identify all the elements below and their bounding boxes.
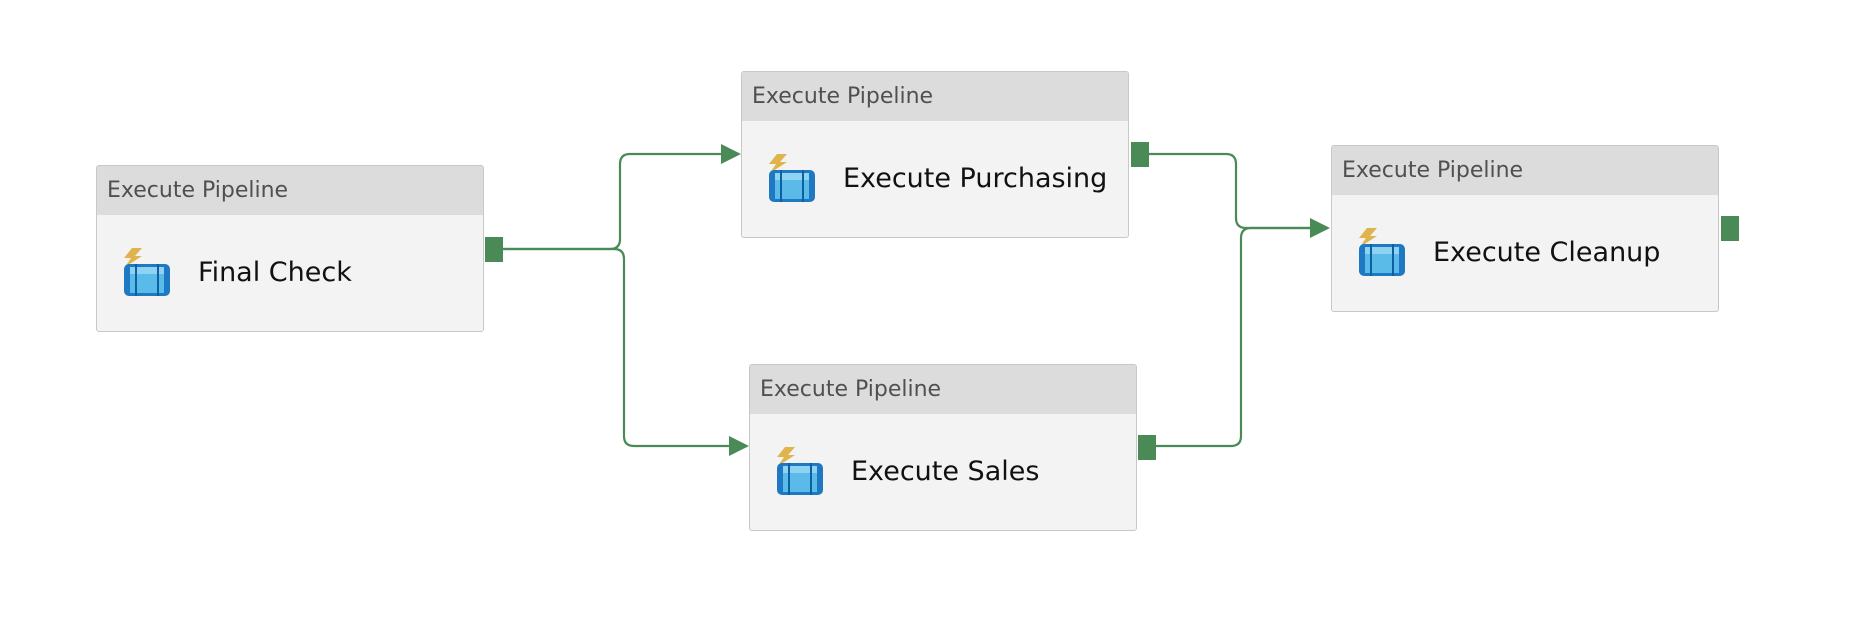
connector-execute-sales-to-execute-cleanup[interactable] (1154, 226, 1314, 448)
arrowhead-execute-sales (729, 436, 749, 456)
arrowhead-execute-cleanup (1310, 218, 1330, 238)
activity-name: Execute Sales (851, 456, 1040, 487)
execute-pipeline-icon (769, 154, 815, 202)
execute-pipeline-icon (124, 248, 170, 296)
execute-pipeline-icon (777, 447, 823, 495)
output-port-final-check[interactable] (485, 237, 503, 262)
execute-pipeline-icon (1359, 228, 1405, 276)
activity-name: Final Check (198, 257, 352, 288)
activity-name: Execute Cleanup (1433, 237, 1661, 268)
output-port-execute-cleanup[interactable] (1721, 216, 1739, 241)
output-port-execute-purchasing[interactable] (1131, 142, 1149, 167)
output-port-execute-sales[interactable] (1138, 435, 1156, 460)
connector-execute-purchasing-to-execute-cleanup[interactable] (1146, 152, 1314, 230)
arrowhead-execute-purchasing (721, 144, 741, 164)
activity-execute-sales[interactable]: Execute Pipeline Execute Sales (749, 364, 1137, 531)
activity-final-check[interactable]: Execute Pipeline Final Check (96, 165, 484, 332)
activity-type-label: Execute Pipeline (1332, 146, 1718, 195)
activity-name: Execute Purchasing (843, 163, 1108, 194)
activity-type-label: Execute Pipeline (742, 72, 1128, 121)
activity-execute-purchasing[interactable]: Execute Pipeline Execute Purchasing (741, 71, 1129, 238)
connector-final-check-to-execute-sales[interactable] (503, 247, 733, 448)
activity-execute-cleanup[interactable]: Execute Pipeline Execute Cleanup (1331, 145, 1719, 312)
activity-type-label: Execute Pipeline (97, 166, 483, 215)
connector-final-check-to-execute-purchasing[interactable] (503, 152, 725, 251)
activity-type-label: Execute Pipeline (750, 365, 1136, 414)
